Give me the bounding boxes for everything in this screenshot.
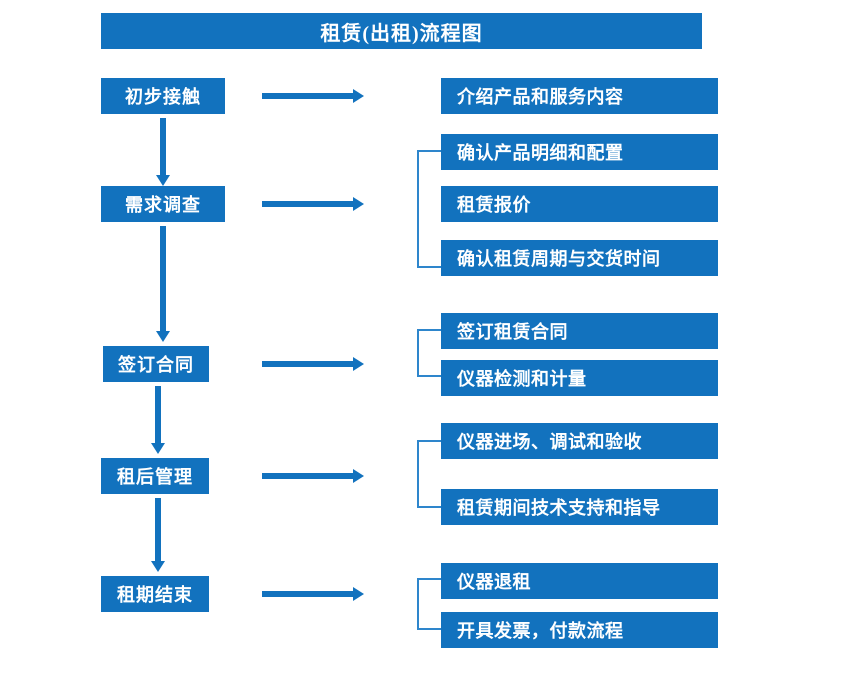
- right-arrow-2: [262, 194, 364, 214]
- bracket-connector-4: [417, 440, 441, 508]
- bracket-connector-2: [417, 150, 441, 268]
- right-arrow-1: [262, 86, 364, 106]
- stage-box-2[interactable]: 需求调查: [101, 186, 225, 222]
- stage-box-3[interactable]: 签订合同: [103, 346, 209, 382]
- detail-box-2-2[interactable]: 租赁报价: [441, 186, 718, 222]
- detail-box-3-2[interactable]: 仪器检测和计量: [441, 360, 718, 396]
- right-arrow-4: [262, 466, 364, 486]
- stage-box-5[interactable]: 租期结束: [101, 576, 209, 612]
- down-arrow-2: [153, 226, 173, 342]
- stage-box-1[interactable]: 初步接触: [101, 78, 225, 114]
- down-arrow-3: [148, 386, 168, 454]
- detail-box-4-1[interactable]: 仪器进场、调试和验收: [441, 423, 718, 459]
- detail-box-5-2[interactable]: 开具发票，付款流程: [441, 612, 718, 648]
- detail-box-2-1[interactable]: 确认产品明细和配置: [441, 134, 718, 170]
- stage-box-4[interactable]: 租后管理: [101, 458, 209, 494]
- detail-box-1-1[interactable]: 介绍产品和服务内容: [441, 78, 718, 114]
- detail-box-5-1[interactable]: 仪器退租: [441, 563, 718, 599]
- bracket-connector-3: [417, 329, 441, 377]
- right-arrow-5: [262, 584, 364, 604]
- flowchart-title: 租赁(出租)流程图: [101, 13, 702, 49]
- down-arrow-4: [148, 498, 168, 572]
- detail-box-2-3[interactable]: 确认租赁周期与交货时间: [441, 240, 718, 276]
- detail-box-3-1[interactable]: 签订租赁合同: [441, 313, 718, 349]
- detail-box-4-2[interactable]: 租赁期间技术支持和指导: [441, 489, 718, 525]
- down-arrow-1: [153, 118, 173, 186]
- right-arrow-3: [262, 354, 364, 374]
- bracket-connector-5: [417, 578, 441, 630]
